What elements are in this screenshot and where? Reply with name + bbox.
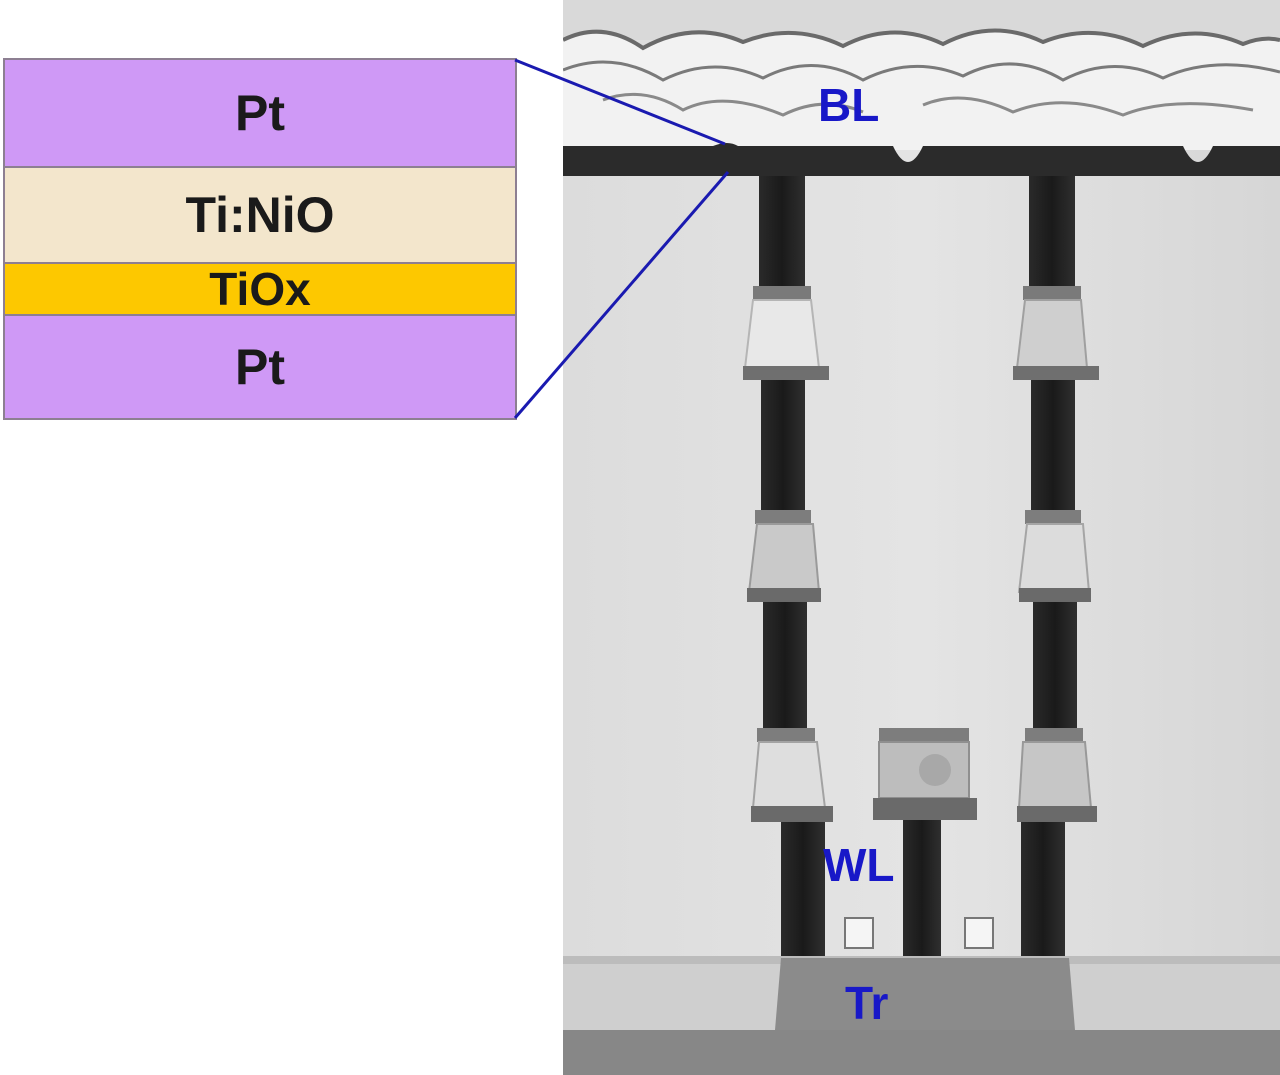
layer-ti-nio: Ti:NiO <box>5 168 515 264</box>
tem-cross-section <box>563 0 1280 1075</box>
label-bl: BL <box>818 79 880 131</box>
layer-stack: Pt Ti:NiO TiOx Pt <box>3 58 517 420</box>
layer-pt-top: Pt <box>5 60 515 168</box>
label-tr: Tr <box>845 977 889 1029</box>
pillar-right <box>1013 176 1099 958</box>
layer-pt-bottom: Pt <box>5 316 515 418</box>
pillar-left <box>743 176 833 958</box>
layer-tiox: TiOx <box>5 263 515 316</box>
pillar-middle <box>873 728 977 958</box>
label-wl: WL <box>823 839 895 891</box>
